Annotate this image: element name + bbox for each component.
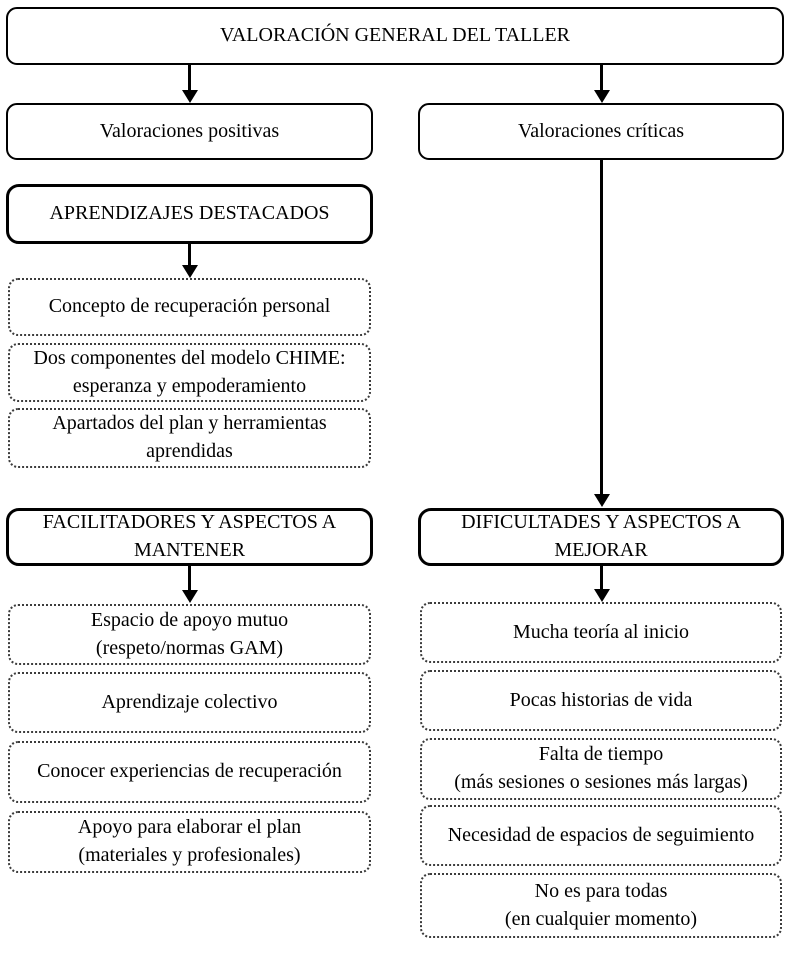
arrow-stem: [188, 566, 191, 590]
node-componentes-chime: Dos componentes del modelo CHIME: espera…: [8, 343, 371, 402]
arrow-learnings-heading-to-items: [181, 244, 198, 278]
node-aprendizaje-colectivo: Aprendizaje colectivo: [8, 672, 371, 733]
node-no-es-para-todas: No es para todas (en cualquier momento): [420, 873, 782, 938]
node-label: DIFICULTADES Y ASPECTOS A MEJORAR: [461, 511, 741, 561]
node-label: Necesidad de espacios de seguimiento: [447, 823, 755, 846]
node-label: Mucha teoría al inicio: [512, 620, 690, 643]
node-label: Aprendizaje colectivo: [101, 690, 278, 713]
arrow-head-icon: [593, 90, 610, 103]
arrow-difficulties-heading-to-items: [593, 566, 610, 602]
node-label: Pocas historias de vida: [509, 688, 693, 711]
node-label: No es para todas (en cualquier momento): [504, 879, 698, 930]
node-necesidad-seguimiento: Necesidad de espacios de seguimiento: [420, 805, 782, 866]
arrow-facilitators-heading-to-items: [181, 566, 198, 603]
arrow-stem: [188, 244, 191, 265]
node-aprendizajes-destacados: APRENDIZAJES DESTACADOS: [6, 184, 373, 244]
node-valoraciones-criticas: Valoraciones críticas: [418, 103, 784, 160]
node-concepto-recuperacion: Concepto de recuperación personal: [8, 278, 371, 336]
node-mucha-teoria: Mucha teoría al inicio: [420, 602, 782, 663]
node-label: Apoyo para elaborar el plan (materiales …: [77, 816, 302, 866]
arrow-critical-to-difficulties-heading: [593, 160, 610, 507]
arrow-stem: [600, 566, 603, 589]
node-conocer-experiencias: Conocer experiencias de recuperación: [8, 741, 371, 803]
node-apartados-plan: Apartados del plan y herramientas aprend…: [8, 408, 371, 468]
node-title-label: VALORACIÓN GENERAL DEL TALLER: [219, 24, 571, 47]
node-facilitadores-heading: FACILITADORES Y ASPECTOS A MANTENER: [6, 508, 373, 566]
arrow-head-icon: [593, 494, 610, 507]
arrow-stem: [188, 65, 191, 90]
node-label: Falta de tiempo (más sesiones o sesiones…: [454, 743, 748, 793]
node-label: Espacio de apoyo mutuo (respeto/normas G…: [90, 608, 289, 659]
arrow-head-icon: [181, 90, 198, 103]
arrow-head-icon: [181, 265, 198, 278]
node-title: VALORACIÓN GENERAL DEL TALLER: [6, 7, 784, 65]
arrow-head-icon: [593, 589, 610, 602]
node-label: Valoraciones positivas: [99, 119, 280, 142]
node-label: Conocer experiencias de recuperación: [37, 760, 342, 783]
arrow-head-icon: [181, 590, 198, 603]
node-dificultades-heading: DIFICULTADES Y ASPECTOS A MEJORAR: [418, 508, 784, 566]
node-pocas-historias: Pocas historias de vida: [420, 670, 782, 731]
node-label: Dos componentes del modelo CHIME: espera…: [33, 346, 346, 397]
node-label: APRENDIZAJES DESTACADOS: [49, 202, 330, 225]
arrow-title-to-positive: [181, 65, 198, 103]
node-label: Apartados del plan y herramientas aprend…: [52, 412, 327, 462]
node-falta-de-tiempo: Falta de tiempo (más sesiones o sesiones…: [420, 738, 782, 800]
node-label: FACILITADORES Y ASPECTOS A MANTENER: [42, 511, 337, 561]
arrow-stem: [600, 65, 603, 90]
node-label: Concepto de recuperación personal: [48, 295, 331, 318]
arrow-title-to-critical: [593, 65, 610, 103]
arrow-stem: [600, 160, 603, 494]
node-espacio-apoyo-mutuo: Espacio de apoyo mutuo (respeto/normas G…: [8, 604, 371, 665]
node-valoraciones-positivas: Valoraciones positivas: [6, 103, 373, 160]
node-label: Valoraciones críticas: [517, 119, 685, 142]
node-apoyo-elaborar-plan: Apoyo para elaborar el plan (materiales …: [8, 811, 371, 873]
